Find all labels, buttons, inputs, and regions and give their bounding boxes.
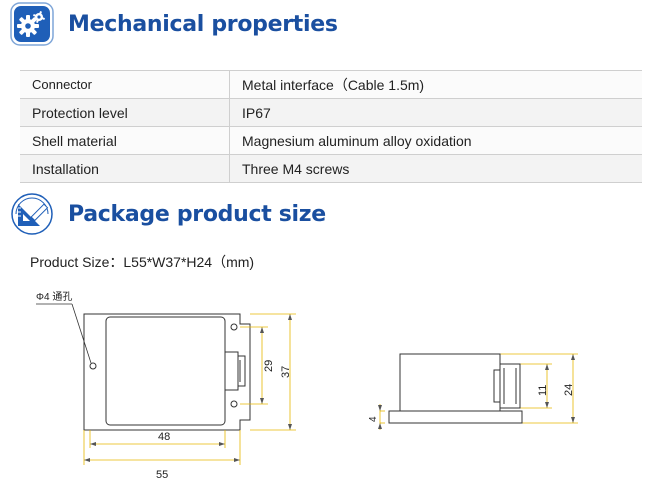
package-size-header: Package product size bbox=[10, 192, 326, 236]
dim-label: 48 bbox=[158, 431, 170, 443]
section-title: Mechanical properties bbox=[68, 11, 338, 37]
dim-label: 29 bbox=[263, 360, 275, 372]
mechanical-properties-header: Mechanical properties bbox=[10, 2, 338, 46]
table-row: Shell material Magnesium aluminum alloy … bbox=[20, 126, 642, 155]
base-plate-outline bbox=[83, 313, 251, 431]
property-key: Shell material bbox=[20, 126, 230, 155]
dim-label: 55 bbox=[156, 469, 168, 481]
dim-label: 24 bbox=[563, 384, 575, 396]
gears-icon bbox=[10, 2, 54, 46]
connector-block bbox=[224, 351, 239, 391]
dim-label: 37 bbox=[280, 366, 292, 378]
product-size-text: Product Size：L55*W37*H24（mm) bbox=[30, 254, 255, 270]
side-connector bbox=[499, 363, 521, 409]
table-row: Installation Three M4 screws bbox=[20, 154, 642, 183]
dim-label: 11 bbox=[537, 385, 549, 396]
property-value: Three M4 screws bbox=[229, 154, 642, 183]
table-row: Connector Metal interface（Cable 1.5m) bbox=[20, 70, 642, 99]
dim-label: 4 bbox=[368, 416, 379, 422]
properties-table: Connector Metal interface（Cable 1.5m) Pr… bbox=[20, 70, 642, 183]
property-key: Protection level bbox=[20, 98, 230, 127]
property-value: Metal interface（Cable 1.5m) bbox=[229, 70, 642, 99]
property-value: IP67 bbox=[229, 98, 642, 127]
table-row: Protection level IP67 bbox=[20, 98, 642, 127]
property-key: Installation bbox=[20, 154, 230, 183]
ruler-triangle-icon bbox=[11, 193, 53, 235]
mount-hole bbox=[230, 323, 238, 331]
module-body bbox=[105, 316, 226, 426]
dimension-drawing: Φ4 通孔 48 bbox=[36, 291, 578, 481]
mount-hole bbox=[89, 362, 97, 370]
property-value: Magnesium aluminum alloy oxidation bbox=[229, 126, 642, 155]
section-title: Package product size bbox=[68, 201, 326, 227]
hole-note: Φ4 通孔 bbox=[36, 291, 72, 303]
mount-hole bbox=[230, 400, 238, 408]
property-key: Connector bbox=[20, 70, 230, 99]
